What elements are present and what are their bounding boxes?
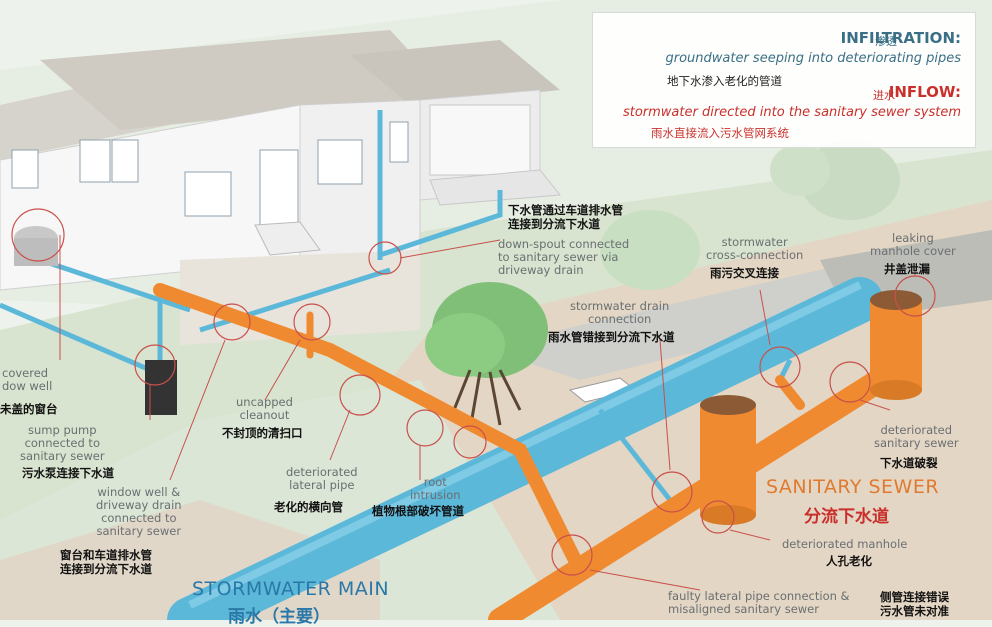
stormwater-main-title-cn: 雨水（主要）	[228, 607, 330, 627]
inflow-desc-cn: 雨水直接流入污水管网系统	[651, 126, 789, 140]
window-well	[14, 238, 58, 266]
inflow-cn: 进水	[873, 89, 895, 102]
inflow-title: INFLOW:	[888, 83, 961, 101]
sanitary-sewer-title: SANITARY SEWER	[766, 476, 940, 498]
sump-pump-cn: 污水泵连接下水道	[22, 466, 114, 480]
sump-pump-label: sump pump connected to sanitary sewer	[20, 423, 105, 463]
covered-window-well-label: covered dow well	[2, 366, 53, 393]
stormwater-main-title: STORMWATER MAIN	[192, 578, 390, 600]
callouts	[11, 208, 936, 576]
sanitary-sewer-title-cn: 分流下水道	[804, 507, 889, 527]
infiltration-title: INFILTRATION:	[840, 29, 961, 47]
deteriorated-manhole-cn: 人孔老化	[826, 554, 872, 568]
trees	[425, 140, 900, 431]
root-intrusion-cn: 植物根部破坏管道	[372, 504, 464, 518]
infiltration-desc-cn: 地下水渗入老化的管道	[667, 74, 782, 88]
deteriorated-lateral-cn: 老化的横向管	[274, 500, 343, 514]
deteriorated-sanitary-cn: 下水道破裂	[880, 456, 938, 470]
stormwater-drain-label: stormwater drain connection	[570, 299, 670, 326]
faulty-lateral-label: faulty lateral pipe connection & misalig…	[668, 589, 850, 616]
faulty-lateral-cn: 侧管连接错误 污水管未对准	[880, 590, 949, 618]
leaking-manhole-label: leaking manhole cover	[870, 231, 956, 258]
uncapped-cleanout-cn: 不封顶的清扫口	[222, 426, 303, 440]
inflow-desc: stormwater directed into the sanitary se…	[622, 105, 961, 120]
legend-box: 渗透 INFILTRATION: groundwater seeping int…	[592, 12, 976, 148]
infiltration-cn: 渗透	[875, 35, 897, 48]
downspout-cn: 下水管通过车道排水管 连接到分流下水道	[508, 203, 623, 231]
stormwater-drain-cn: 雨水管错接到分流下水道	[548, 330, 675, 344]
leaking-manhole-cn: 井盖泄漏	[884, 262, 930, 276]
deteriorated-manhole-label: deteriorated manhole	[782, 537, 908, 551]
stormwater-cross-label: stormwater cross-connection	[706, 235, 804, 262]
window-well-drain-label: window well & driveway drain connected t…	[96, 485, 182, 538]
stormwater-cross-cn: 雨污交叉连接	[710, 266, 779, 280]
deteriorated-sanitary-label: deteriorated sanitary sewer	[874, 423, 959, 450]
deteriorated-lateral-label: deteriorated lateral pipe	[286, 465, 358, 492]
storm-lines	[0, 110, 793, 502]
infiltration-desc: groundwater seeping into deteriorating p…	[665, 51, 961, 66]
root-intrusion-label: root intrusion	[410, 475, 461, 502]
uncapped-cleanout-label: uncapped cleanout	[236, 395, 293, 422]
covered-window-well-cn: 未盖的窗台	[0, 402, 58, 416]
window-well-drain-cn: 窗台和车道排水管 连接到分流下水道	[60, 548, 152, 576]
downspout-label: down-spout connected to sanitary sewer v…	[498, 237, 630, 277]
manholes	[700, 290, 922, 525]
